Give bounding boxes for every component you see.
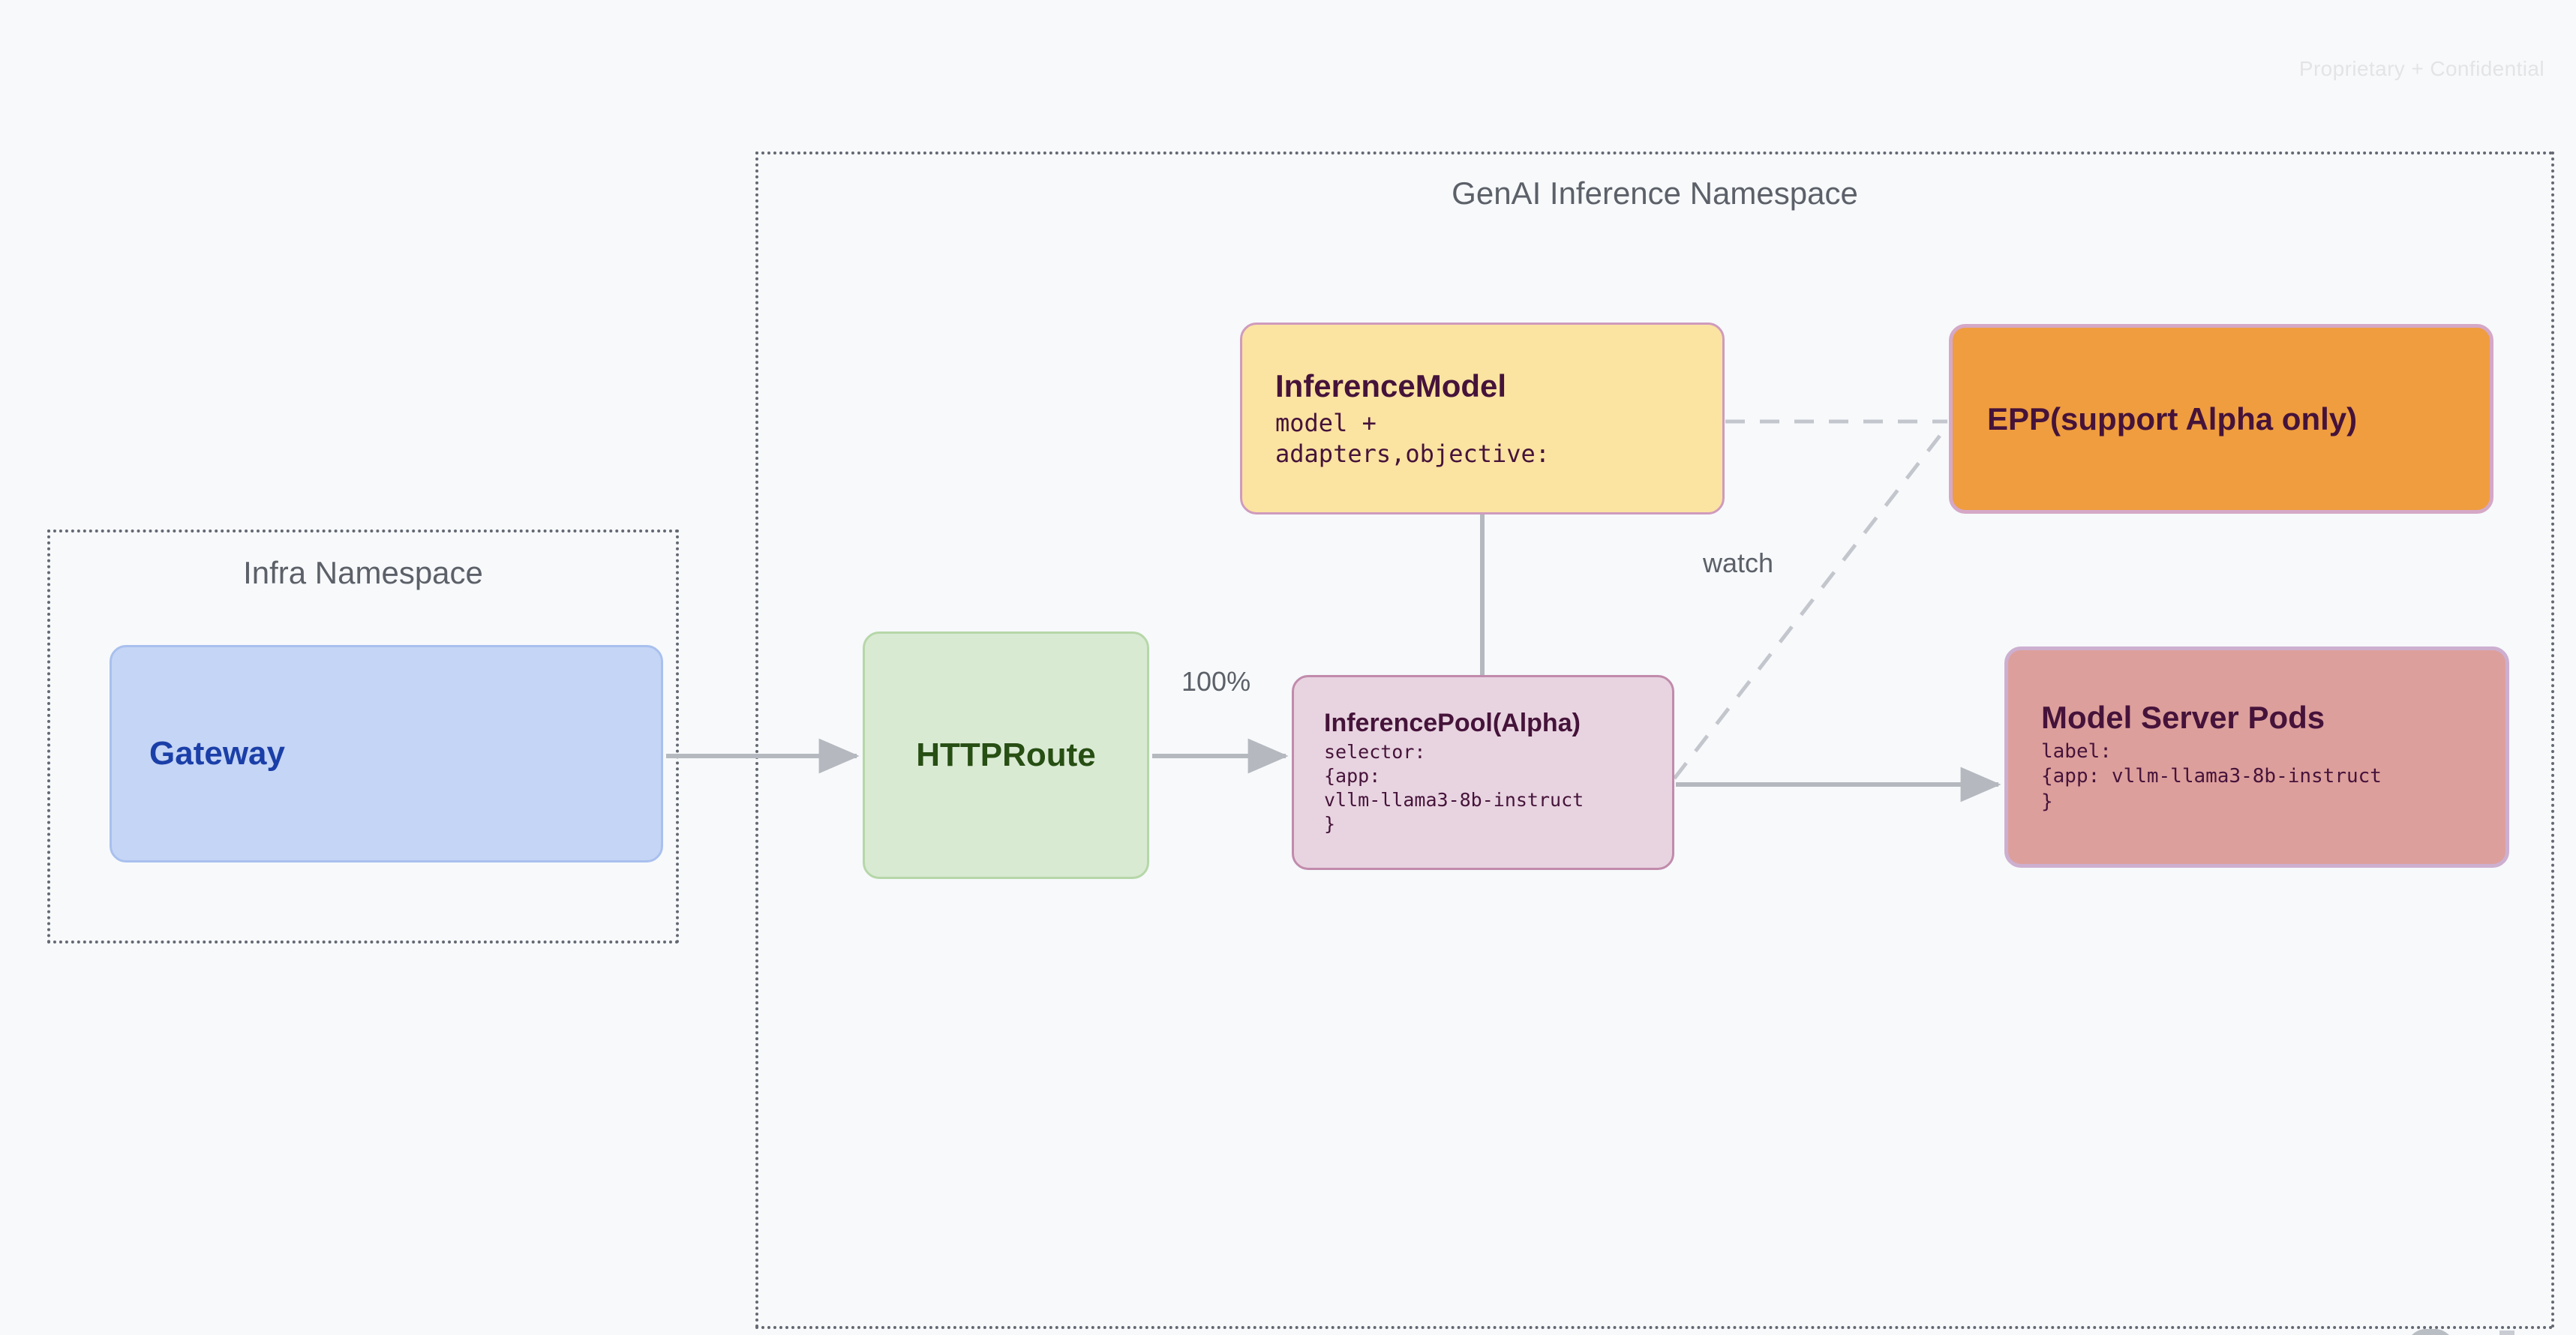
gateway-title: Gateway (149, 735, 285, 772)
inference-model-title: InferenceModel (1275, 368, 1507, 404)
inference-model-body: model + adapters,objective: (1275, 408, 1551, 468)
node-gateway[interactable]: Gateway (110, 645, 663, 862)
node-model-server-pods[interactable]: Model Server Pods label: {app: vllm-llam… (2004, 646, 2509, 868)
infra-namespace-title: Infra Namespace (243, 555, 483, 590)
inference-pool-title: InferencePool(Alpha) (1324, 708, 1581, 737)
edge-label-watch: watch (1703, 548, 1774, 578)
model-server-pods-title: Model Server Pods (2041, 700, 2325, 736)
node-epp[interactable]: EPP(support Alpha only) (1949, 324, 2493, 514)
infra-namespace-group (47, 530, 679, 944)
node-httproute[interactable]: HTTPRoute (863, 632, 1149, 879)
edge-label-traffic-weight: 100% (1181, 666, 1251, 697)
node-inference-pool[interactable]: InferencePool(Alpha) selector: {app: vll… (1292, 675, 1674, 870)
inference-pool-body: selector: {app: vllm-llama3-8b-instruct … (1324, 741, 1584, 836)
node-inference-model[interactable]: InferenceModel model + adapters,objectiv… (1240, 322, 1725, 514)
epp-title: EPP(support Alpha only) (1987, 400, 2358, 436)
watermark-label: Proprietary + Confidential (2298, 57, 2544, 80)
genai-namespace-group (755, 152, 2554, 1329)
genai-namespace-title: GenAI Inference Namespace (1452, 176, 1858, 211)
model-server-pods-body: label: {app: vllm-llama3-8b-instruct } (2041, 740, 2382, 813)
bottom-cropped-shape (2406, 1329, 2454, 1335)
bottom-cropped-shape-secondary (2499, 1330, 2514, 1335)
httproute-title: HTTPRoute (916, 736, 1096, 774)
